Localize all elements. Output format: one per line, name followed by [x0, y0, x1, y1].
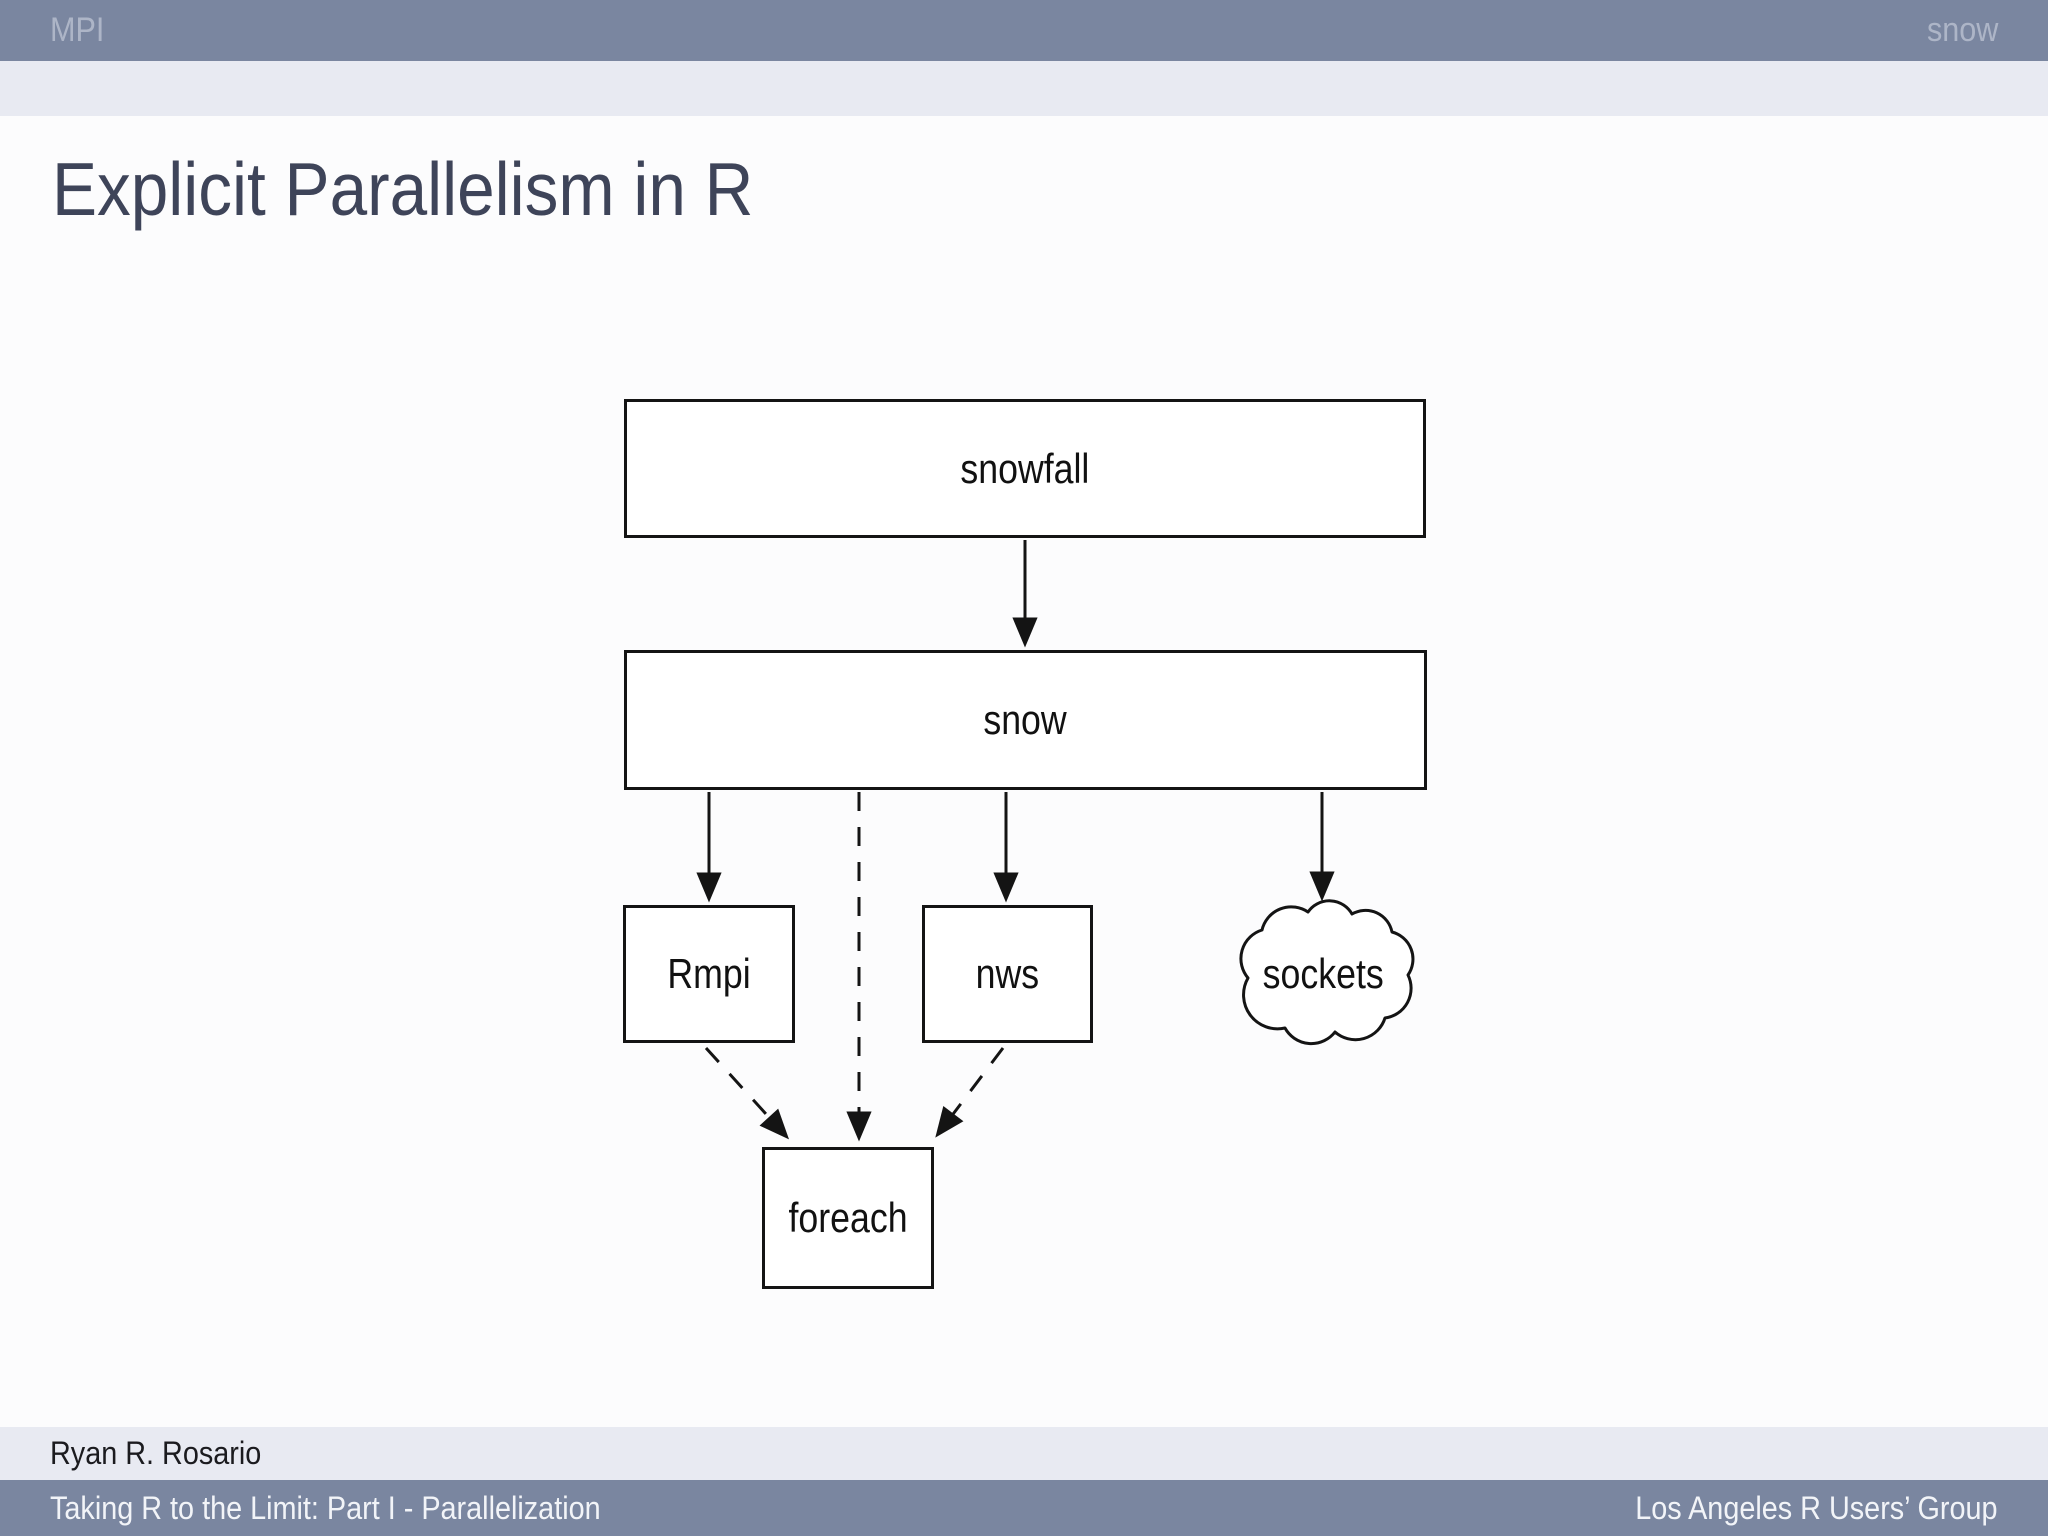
node-snow: snow: [624, 650, 1427, 790]
node-sockets: sockets: [1228, 906, 1418, 1042]
header-bar: MPI snow: [0, 0, 2048, 61]
footer-group-name: Los Angeles R Users’ Group: [1635, 1489, 1998, 1526]
node-sockets-label: sockets: [1262, 950, 1384, 997]
node-foreach-label: foreach: [788, 1194, 908, 1241]
footer-bar: Taking R to the Limit: Part I - Parallel…: [0, 1480, 2048, 1536]
node-snowfall: snowfall: [624, 399, 1426, 538]
node-rmpi: Rmpi: [623, 905, 795, 1043]
author-strip: Ryan R. Rosario: [0, 1427, 2048, 1480]
node-snow-label: snow: [983, 696, 1068, 743]
footer-talk-title: Taking R to the Limit: Part I - Parallel…: [50, 1489, 601, 1526]
node-nws: nws: [922, 905, 1093, 1043]
node-rmpi-label: Rmpi: [667, 950, 751, 997]
edge-rmpi-foreach: [704, 1046, 790, 1140]
author-name: Ryan R. Rosario: [50, 1435, 262, 1471]
edge-nws-foreach: [935, 1047, 1005, 1138]
node-nws-label: nws: [975, 950, 1040, 997]
header-section-left: MPI: [50, 11, 105, 49]
sockets-cloud-shape: [1239, 899, 1415, 1046]
slide-title-text: Explicit Parallelism in R: [52, 147, 754, 231]
slide-title: Explicit Parallelism in R: [52, 148, 831, 231]
header-section-right: snow: [1926, 11, 1998, 49]
header-subtitle-strip: [0, 61, 2048, 116]
node-foreach: foreach: [762, 1147, 934, 1289]
node-snowfall-label: snowfall: [960, 444, 1090, 492]
